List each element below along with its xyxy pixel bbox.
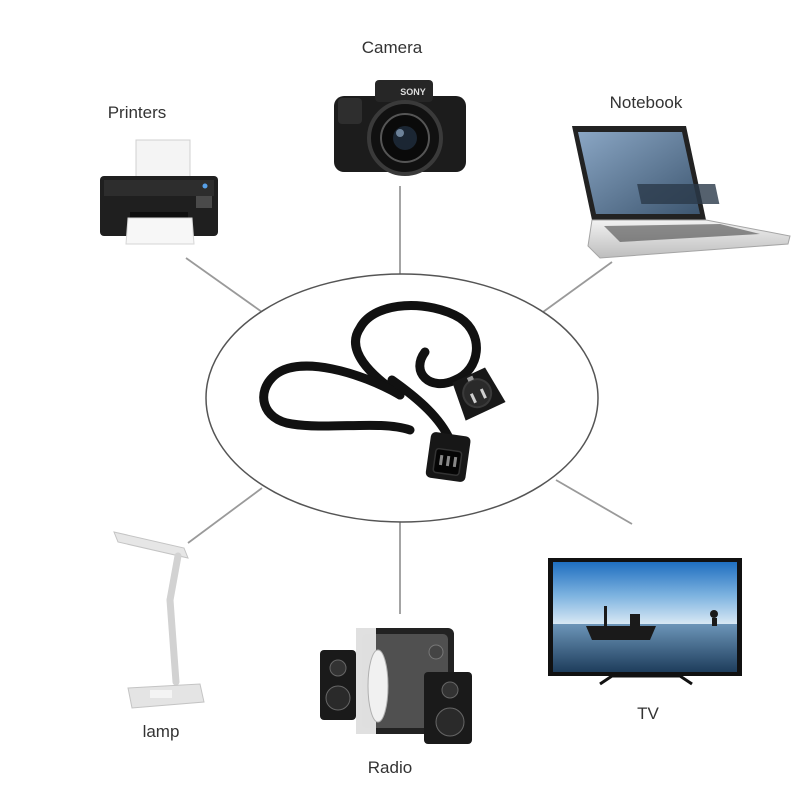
label-camera: Camera: [362, 38, 423, 57]
label-tv: TV: [637, 704, 659, 723]
laptop-icon: [572, 126, 791, 259]
label-lamp: lamp: [143, 722, 180, 741]
camera-brand: SONY: [400, 87, 426, 97]
connector-tv: [555, 479, 633, 525]
label-printers: Printers: [108, 103, 167, 122]
printer-icon: [100, 139, 218, 245]
power-cable-icon: [259, 301, 506, 482]
label-radio: Radio: [368, 758, 412, 777]
tv-icon: [548, 558, 742, 686]
connector-printers: [185, 257, 263, 313]
desk-lamp-icon: [113, 531, 205, 709]
label-notebook: Notebook: [610, 93, 683, 112]
connector-notebook: [542, 261, 613, 313]
connector-lamp: [187, 487, 263, 544]
camera-icon: SONY: [334, 80, 466, 176]
speaker-system-icon: [320, 628, 472, 744]
